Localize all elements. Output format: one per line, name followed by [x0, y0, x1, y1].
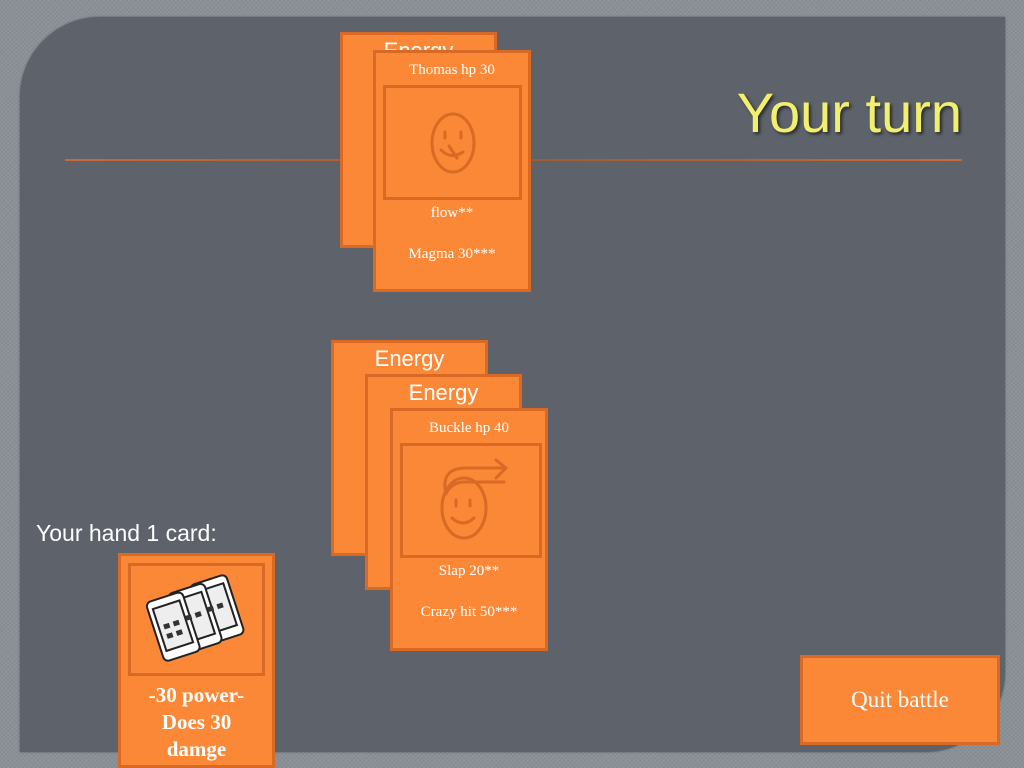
- opponent-card-name: Thomas hp 30: [409, 62, 495, 78]
- phones-icon: [145, 573, 244, 662]
- hand-card-line-1: -30 power-: [148, 683, 245, 707]
- hand-card[interactable]: -30 power- Does 30 damge: [118, 553, 275, 768]
- opponent-attack-1[interactable]: flow**: [430, 205, 474, 221]
- hand-card-art: [128, 563, 265, 676]
- face-icon: [430, 112, 475, 173]
- face-arrow-icon: [440, 458, 508, 539]
- player-active-card[interactable]: Buckle hp 40 Slap 20** Crazy hit 50***: [390, 408, 548, 651]
- player-attack-2[interactable]: Crazy hit 50***: [420, 604, 518, 620]
- player-card-name: Buckle hp 40: [429, 420, 509, 436]
- player-attack-1[interactable]: Slap 20**: [438, 563, 500, 579]
- hand-card-line-3: damge: [166, 737, 227, 761]
- quit-battle-button[interactable]: Quit battle: [800, 655, 1000, 745]
- opponent-card-art: [383, 85, 522, 200]
- turn-title: Your turn: [736, 81, 962, 144]
- player-energy-2-label: Energy: [408, 380, 479, 405]
- hand-label: Your hand 1 card:: [36, 520, 217, 546]
- hand-card-line-2: Does 30: [161, 710, 232, 734]
- player-card-art: [400, 443, 542, 558]
- player-energy-1-label: Energy: [374, 346, 445, 371]
- opponent-attack-2[interactable]: Magma 30***: [408, 246, 496, 262]
- hand-card-text: -30 power- Does 30 damge: [121, 682, 272, 763]
- opponent-active-card[interactable]: Thomas hp 30 flow** Magma 30***: [373, 50, 531, 292]
